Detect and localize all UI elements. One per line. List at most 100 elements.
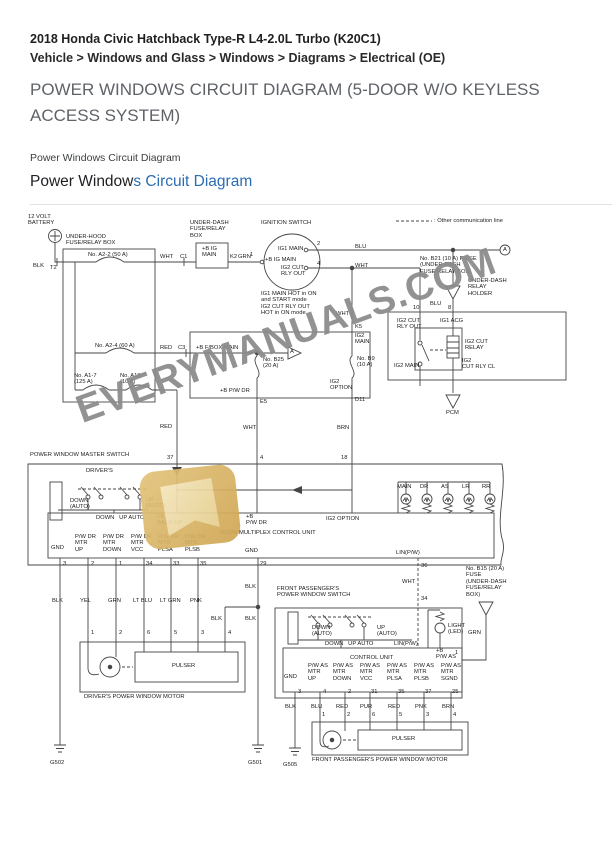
terminal-label: 1 — [455, 650, 459, 656]
pwas-down-label: P/W AS MTR DOWN — [333, 663, 353, 682]
fuse-a2-4-label: No. A2-4 (60 A) — [95, 343, 135, 349]
pwas-sgnd-label: P/W AS MTR SGND — [441, 663, 461, 682]
pin-label: 4 — [453, 712, 457, 718]
down-up-auto-label: DOWN UP AUTO — [96, 515, 145, 521]
ignition-note: IG1 MAIN HOT in ON and START mode IG2 CU… — [261, 291, 317, 317]
wire-color-label: BLK — [33, 263, 44, 269]
ig2-main-k5-label: IG2 MAIN — [355, 333, 370, 346]
ground-label: G501 — [248, 760, 263, 766]
wire-color-label: GRN — [238, 254, 251, 260]
vehicle-title: 2018 Honda Civic Hatchback Type-R L4-2.0… — [30, 32, 381, 46]
ig1-acg-label: IG1 ACG — [440, 318, 464, 324]
pin-label: 5 — [399, 712, 403, 718]
fuse-b15-label: No. B15 (20 A) FUSE (UNDER-DASH FUSE/REL… — [466, 566, 507, 598]
ig2-rly-cl-label: IG2 CUT RLY CL — [462, 358, 496, 371]
wire-color-label: GRN — [108, 598, 121, 604]
wire-color-label: BRN — [337, 425, 350, 431]
pulser-label: PULSER — [392, 736, 416, 742]
pin-label: 1 — [91, 630, 95, 636]
lin-pw-label: LIN(P/W) — [396, 550, 420, 556]
terminal-label: 8 — [448, 305, 452, 311]
wire-color-label: BLK — [52, 598, 63, 604]
dashed-wires-group — [78, 220, 446, 741]
ill-as-label: AS — [441, 484, 449, 490]
up-auto2-label: UP (AUTO) — [377, 625, 397, 638]
pwas-plsa-label: P/W AS MTR PLSA — [387, 663, 407, 682]
fuse-a18-label: No. A18 (10 A) — [120, 373, 141, 386]
pin-label: 6 — [372, 712, 376, 718]
doc-label: Power Windows Circuit Diagram — [30, 152, 181, 165]
b-ig-main-pin-label: +B IG MAIN — [265, 257, 297, 263]
terminal-label: 29 — [260, 561, 267, 567]
wire-color-label: BRN — [442, 704, 455, 710]
drivers-label: DRIVER'S — [86, 468, 113, 474]
down-auto2-label: DOWN (AUTO) — [312, 625, 332, 638]
pin-label: 2 — [317, 241, 321, 247]
terminal-label: 3 — [63, 561, 67, 567]
front-passenger-switch-label: FRONT PASSENGER'S POWER WINDOW SWITCH — [277, 586, 351, 599]
ig2-cut-rly-out-label: IG2 CUT RLY OUT — [281, 265, 306, 278]
gnd-fp-label: GND — [284, 674, 297, 680]
terminal-label: 3 — [298, 689, 302, 695]
gnd-label: GND — [245, 548, 258, 554]
ill-dr-label: DR — [420, 484, 429, 490]
terminal-label: 10 — [413, 305, 420, 311]
wire-color-label: LT BLU — [133, 598, 153, 604]
pin-label: 3 — [201, 630, 205, 636]
fuse-b25-label: No. B25 (20 A) — [263, 357, 284, 370]
wire-color-label: BLK — [285, 704, 296, 710]
ill-rr-label: RR — [482, 484, 491, 490]
pwas-up-label: P/W AS MTR UP — [308, 663, 328, 682]
terminal-label: 35 — [398, 689, 405, 695]
pulser-label: PULSER — [172, 663, 196, 669]
connector-a2-label: A — [290, 349, 294, 355]
wire-color-label: WHT — [160, 254, 174, 260]
connector-a-label: A — [503, 247, 507, 253]
page-title: POWER WINDOWS CIRCUIT DIAGRAM (5-DOOR W/… — [30, 79, 540, 125]
section-heading-highlight[interactable]: s Circuit Diagram — [133, 173, 253, 191]
pin-label: 5 — [174, 630, 178, 636]
down-up-auto2-label: DOWN UP AUTO — [325, 641, 374, 647]
pwdr-down-label: P/W DR MTR DOWN — [103, 534, 124, 553]
wire-color-label: BLU — [311, 704, 323, 710]
ignition-switch-label: IGNITION SWITCH — [261, 220, 312, 226]
control-unit-label: CONTROL UNIT — [350, 655, 394, 661]
pwas-plsb-label: P/W AS MTR PLSB — [414, 663, 434, 682]
gnd-label: GND — [51, 545, 64, 551]
wire-color-label: BLK — [211, 616, 222, 622]
terminal-label: 4 — [260, 455, 264, 461]
wire-color-label: PNK — [190, 598, 202, 604]
terminal-label: D11 — [355, 397, 366, 403]
wire-color-label: RED — [160, 345, 173, 351]
b-fbox-main-label: +B F/BOX MAIN — [196, 345, 239, 351]
ill-lr-label: LR — [462, 484, 470, 490]
ground-label: G505 — [283, 762, 298, 768]
terminal-label: 35 — [200, 561, 207, 567]
fuse-a1-7-label: No. A1-7 (125 A) — [74, 373, 97, 386]
terminal-label: 33 — [173, 561, 180, 567]
terminal-label: C1 — [180, 254, 188, 260]
terminal-label: 37 — [425, 689, 432, 695]
terminal-label: C3 — [178, 345, 186, 351]
ig2-option-ms-label: IG2 OPTION — [326, 516, 360, 522]
terminal-label: 18 — [341, 455, 348, 461]
ig2-main-label: IG2 MAIN — [394, 363, 420, 369]
terminal-label: T2 — [50, 265, 57, 271]
ig1-main-label: IG1 MAIN — [278, 246, 304, 252]
pin-label: 1 — [250, 252, 254, 258]
wire-color-label: GRN — [468, 630, 481, 636]
pin-label: 6 — [147, 630, 151, 636]
underdash-box-label: UNDER-DASH FUSE/RELAY BOX — [190, 220, 229, 239]
wire-color-label: BLU — [355, 244, 367, 250]
fuse-a2-2-label: No. A2-2 (50 A) — [88, 252, 128, 258]
b-pw-dr-label: +B P/W DR — [246, 514, 267, 527]
wire-color-label: BLK — [245, 584, 256, 590]
wire-color-label: RED — [336, 704, 349, 710]
section-heading: Power Windows Circuit Diagram — [30, 173, 590, 191]
wires-group — [27, 229, 567, 756]
breadcrumb[interactable]: Vehicle > Windows and Glass > Windows > … — [30, 50, 446, 65]
terminal-label: 36 — [421, 563, 428, 569]
divider — [30, 204, 612, 206]
